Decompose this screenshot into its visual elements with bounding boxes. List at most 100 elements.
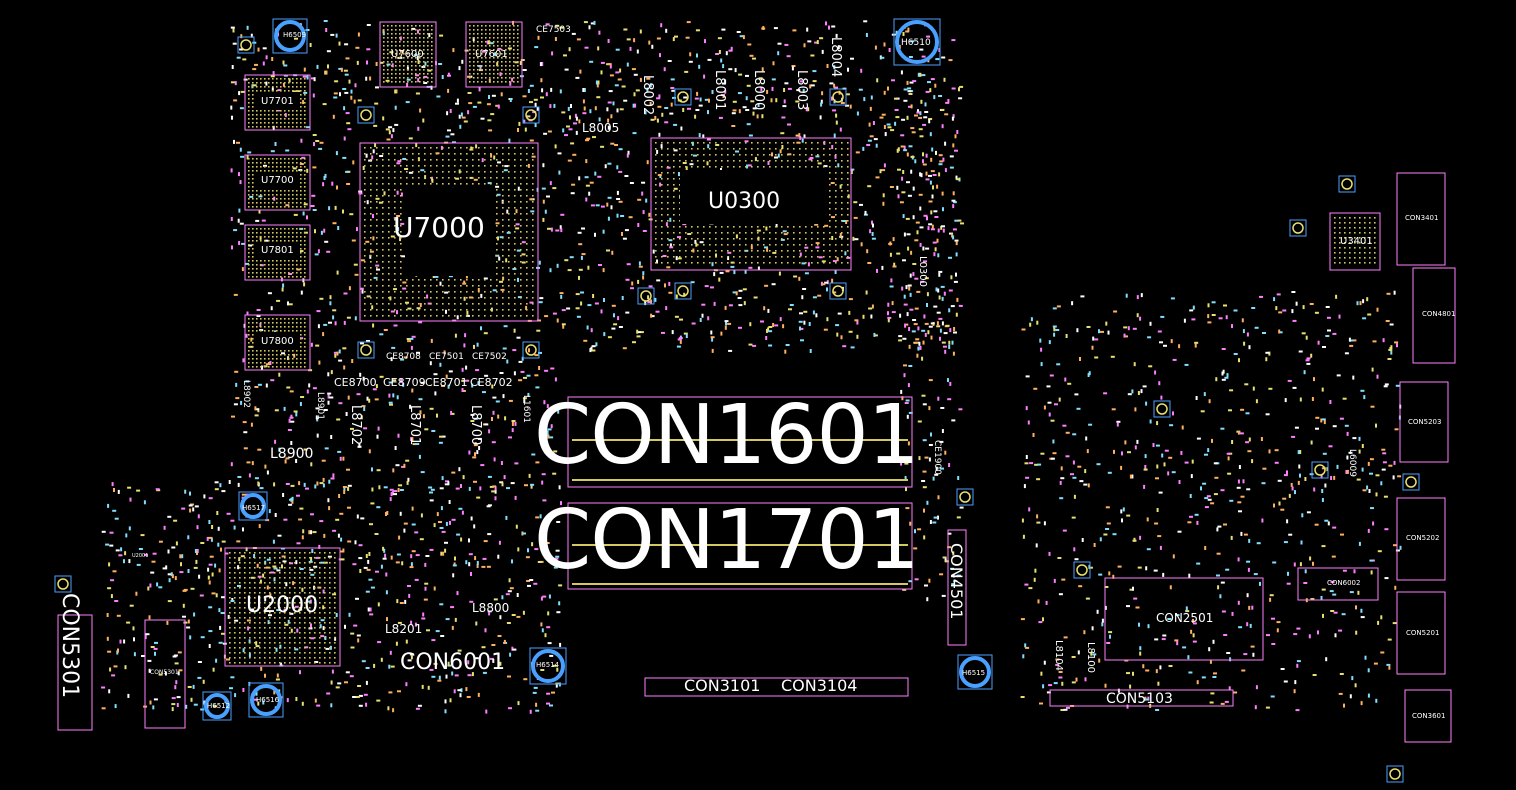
smd-part: [936, 321, 939, 326]
smd-part: [561, 309, 566, 312]
smd-part: [306, 215, 308, 220]
smd-part: [727, 251, 732, 254]
ball-pad: [502, 309, 504, 311]
ball-pad: [781, 226, 783, 228]
smd-part: [342, 486, 347, 488]
smd-part: [1314, 523, 1319, 526]
smd-part: [564, 68, 569, 71]
ball-pad: [466, 297, 468, 299]
smd-part: [486, 103, 491, 106]
ball-pad: [781, 160, 783, 162]
smd-part: [715, 144, 720, 146]
ball-pad: [835, 256, 837, 258]
smd-part: [734, 68, 737, 73]
ball-pad: [388, 225, 390, 227]
smd-part: [327, 372, 330, 377]
smd-part: [924, 584, 928, 587]
smd-part: [556, 667, 559, 672]
ball-pad: [508, 147, 510, 149]
smd-part: [211, 592, 216, 595]
smd-part: [415, 443, 420, 445]
smd-part: [920, 99, 923, 104]
smd-part: [1159, 545, 1162, 550]
ball-pad: [667, 244, 669, 246]
smd-part: [547, 130, 552, 133]
smd-part: [318, 147, 323, 150]
smd-part: [1280, 668, 1285, 670]
ball-pad: [394, 225, 396, 227]
smd-part: [717, 37, 722, 40]
smd-part: [1265, 351, 1270, 354]
ball-pad: [775, 232, 777, 234]
ball-pad: [244, 562, 246, 564]
smd-part: [362, 166, 365, 170]
ball-pad: [400, 219, 402, 221]
smd-part: [419, 538, 424, 541]
smd-part: [713, 301, 716, 306]
ball-pad: [841, 172, 843, 174]
ball-pad: [418, 183, 420, 185]
ball-pad: [502, 255, 504, 257]
smd-part: [1225, 315, 1228, 320]
smd-part: [1225, 568, 1230, 571]
smd-part: [539, 514, 542, 519]
smd-part: [1207, 498, 1212, 501]
smd-part: [373, 124, 378, 127]
smd-part: [921, 55, 926, 58]
smd-part: [932, 476, 935, 481]
ball-pad: [394, 279, 396, 281]
smd-part: [434, 391, 437, 396]
smd-part: [633, 92, 636, 97]
smd-part: [445, 135, 450, 138]
ball-pad: [448, 291, 450, 293]
ball-pad: [526, 309, 528, 311]
smd-part: [720, 331, 723, 336]
ball-pad: [502, 285, 504, 287]
smd-part: [1066, 706, 1070, 709]
smd-part: [513, 328, 516, 333]
ball-pad: [745, 232, 747, 234]
ball-pad: [478, 171, 480, 173]
smd-part: [1209, 701, 1214, 704]
smd-part: [1221, 610, 1226, 613]
smd-part: [477, 288, 480, 292]
smd-part: [831, 96, 833, 101]
smd-part: [1207, 321, 1212, 324]
ball-pad: [667, 166, 669, 168]
smd-part: [724, 305, 727, 310]
smd-part: [535, 702, 538, 707]
ball-pad: [793, 148, 795, 150]
ball-pad: [793, 226, 795, 228]
smd-part: [540, 622, 543, 627]
ball-pad: [757, 256, 759, 258]
smd-part: [283, 64, 288, 67]
smd-part: [469, 600, 474, 603]
smd-part: [594, 232, 596, 237]
smd-part: [656, 37, 661, 40]
smd-part: [1047, 401, 1052, 404]
smd-part: [1321, 387, 1324, 392]
smd-part: [517, 128, 519, 132]
smd-part: [1306, 357, 1311, 360]
ball-pad: [847, 148, 849, 150]
smd-part: [478, 65, 483, 68]
smd-part: [1219, 594, 1222, 599]
ball-pad: [424, 171, 426, 173]
smd-part: [463, 120, 468, 123]
ball-pad: [406, 297, 408, 299]
smd-part: [1055, 663, 1060, 666]
smd-part: [953, 280, 958, 283]
ball-pad: [364, 213, 366, 215]
smd-part: [675, 294, 678, 299]
smd-part: [609, 74, 614, 77]
ball-pad: [382, 267, 384, 269]
smd-part: [951, 199, 956, 202]
smd-part: [366, 295, 371, 298]
smd-part: [450, 606, 455, 609]
smd-part: [656, 118, 659, 123]
smd-part: [129, 604, 134, 607]
smd-part: [440, 145, 443, 150]
ball-pad: [319, 552, 321, 554]
smd-part: [919, 345, 922, 350]
